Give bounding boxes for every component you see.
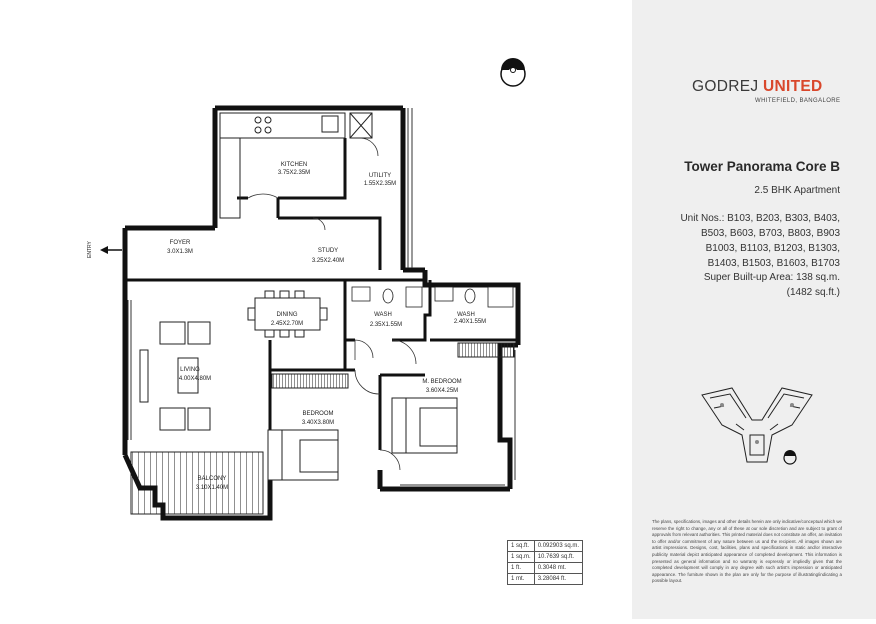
room-size-living: 4.00X4.80M	[179, 376, 211, 382]
unit-numbers: Unit Nos.: B103, B203, B303, B403, B503,…	[680, 213, 840, 269]
tower-key-plan-icon	[701, 387, 813, 465]
disclaimer-text: The plans, specifications, images and ot…	[652, 519, 842, 584]
tower-title: Tower Panorama Core B	[684, 159, 840, 174]
unit-conversion-table: 1 sq.ft.0.092903 sq.m. 1 sq.m.10.7639 sq…	[507, 540, 584, 585]
room-name-wash-2: WASH	[457, 312, 475, 318]
room-size-study: 3.25X2.40M	[312, 258, 344, 264]
windows	[127, 108, 516, 486]
interior-walls	[125, 138, 518, 450]
bed-icon	[267, 397, 458, 481]
info-panel: GODREJ UNITED WHITEFIELD, BANGALORE Towe…	[632, 0, 876, 619]
room-size-wash-1: 2.35X1.55M	[370, 322, 402, 328]
room-name-bedroom: BEDROOM	[302, 411, 333, 417]
room-name-balcony: BALCONY	[198, 476, 227, 482]
room-size-kitchen: 3.75X2.35M	[278, 170, 310, 176]
room-size-dining: 2.45X2.70M	[271, 321, 303, 327]
room-name-master-bedroom: M. BEDROOM	[422, 379, 461, 385]
north-compass-icon	[500, 58, 526, 87]
room-size-wash-2: 2.40X1.55M	[454, 319, 486, 325]
entry-label: ENTRY	[87, 240, 93, 258]
apartment-type: 2.5 BHK Apartment	[754, 185, 840, 196]
room-size-balcony: 3.10X1.40M	[196, 485, 228, 491]
wash-fixtures	[351, 286, 514, 308]
room-name-living: LIVING	[180, 367, 200, 373]
table-row: 1 ft.0.3048 mt.	[507, 562, 584, 574]
entry-arrow-icon	[100, 246, 122, 254]
room-name-foyer: FOYER	[170, 240, 191, 246]
room-size-master-bedroom: 3.60X4.25M	[426, 388, 458, 394]
kitchen-counter	[219, 112, 373, 219]
table-row: 1 sq.ft.0.092903 sq.m.	[507, 540, 584, 552]
floor-plan-svg: ENTRY KITCHEN 3.75X2.35M UTILITY 1.55X2.…	[87, 58, 526, 521]
room-labels: KITCHEN 3.75X2.35M UTILITY 1.55X2.35M FO…	[167, 162, 486, 491]
room-size-utility: 1.55X2.35M	[364, 181, 396, 187]
brand-subtitle: WHITEFIELD, BANGALORE	[755, 98, 841, 104]
table-row: 1 mt.3.28084 ft.	[507, 573, 584, 585]
balcony-floor	[131, 452, 263, 514]
sofa-set-icon	[139, 321, 211, 431]
floor-plan: ENTRY KITCHEN 3.75X2.35M UTILITY 1.55X2.…	[87, 58, 584, 585]
room-name-wash-1: WASH	[374, 312, 392, 318]
room-name-kitchen: KITCHEN	[281, 162, 307, 168]
room-size-bedroom: 3.40X3.80M	[302, 420, 334, 426]
wardrobe	[457, 342, 515, 358]
room-size-foyer: 3.0X1.3M	[167, 249, 193, 255]
room-name-dining: DINING	[277, 312, 298, 318]
dining-table-icon	[247, 290, 328, 338]
super-built-up-area: Super Built-up Area: 138 sq.m. (1482 sq.…	[703, 272, 840, 298]
outer-walls	[122, 105, 521, 521]
table-row: 1 sq.m.10.7639 sq.ft.	[507, 551, 584, 563]
brand-logo: GODREJ UNITED	[692, 78, 823, 95]
room-name-study: STUDY	[318, 248, 338, 254]
room-name-utility: UTILITY	[369, 173, 391, 179]
wardrobe	[271, 373, 349, 389]
